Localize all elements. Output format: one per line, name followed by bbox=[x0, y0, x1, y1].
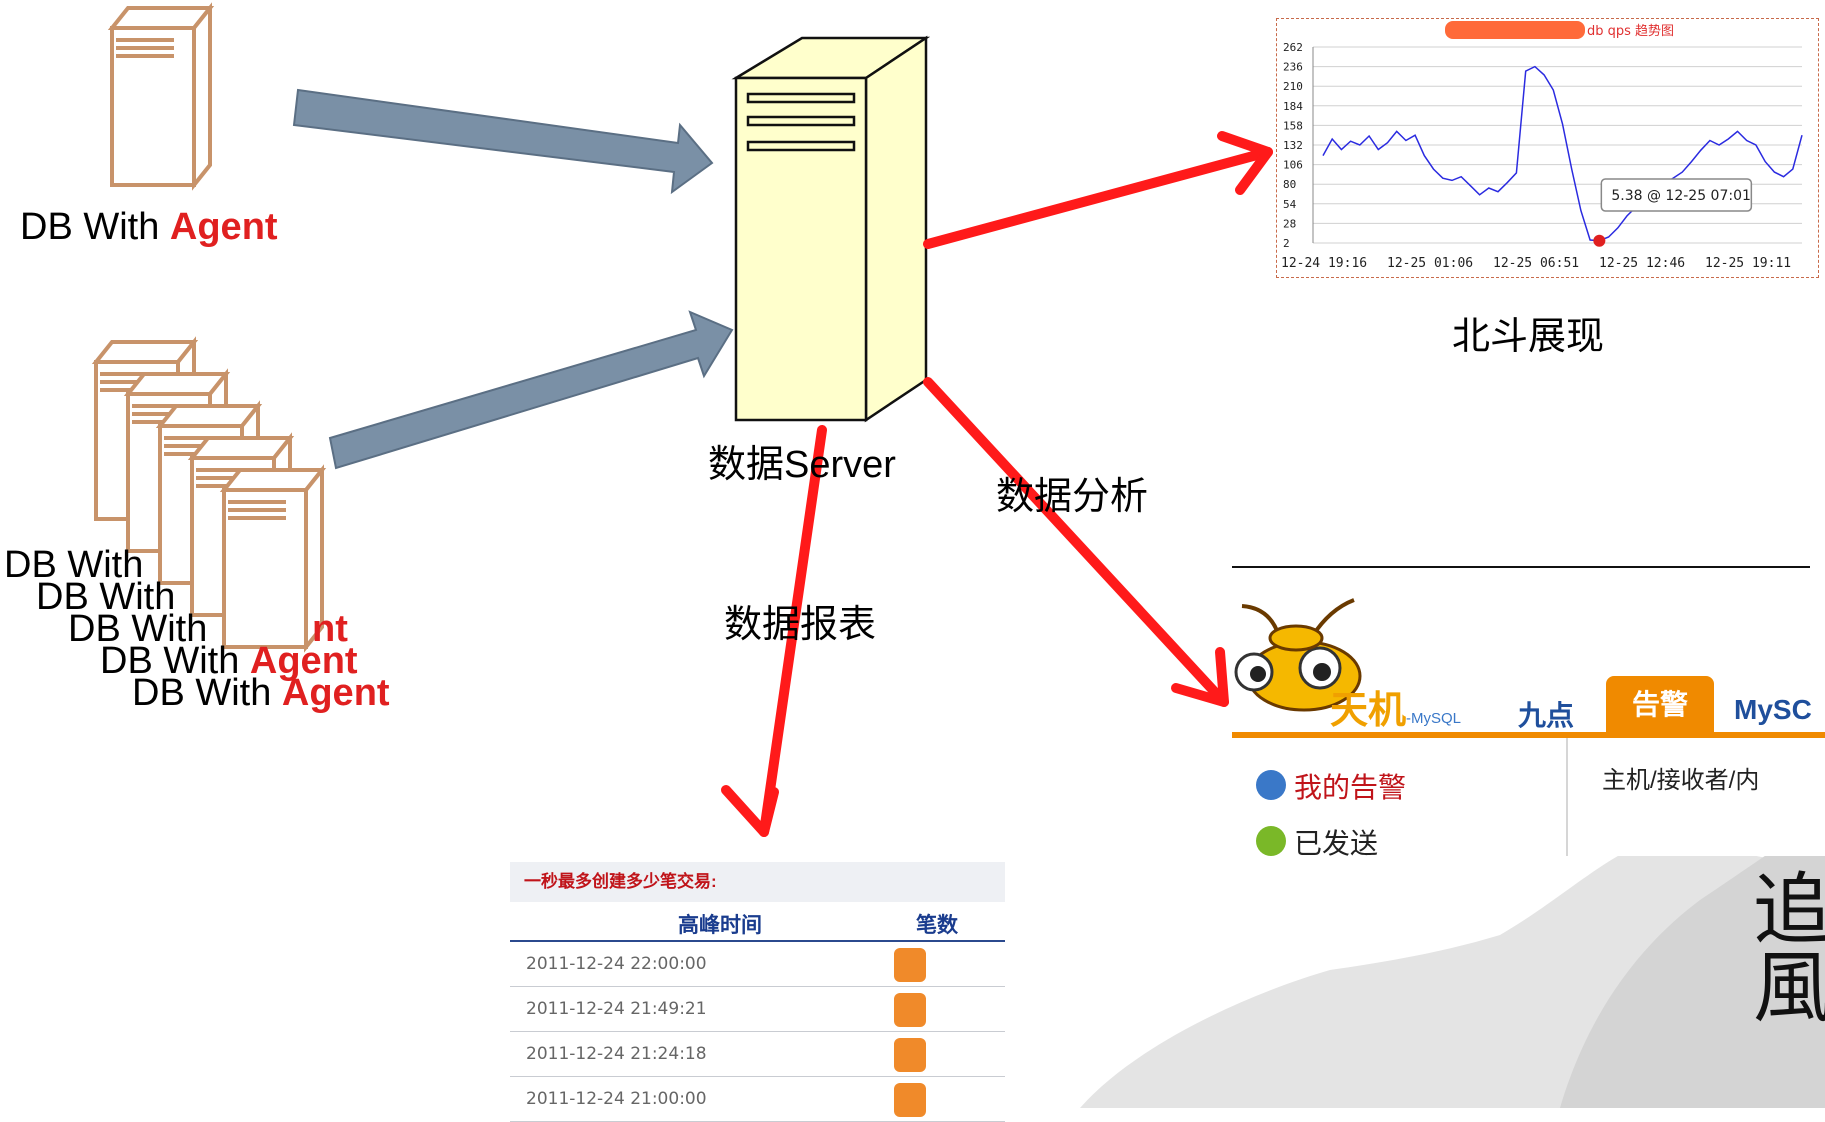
report-table: 一秒最多创建多少笔交易: 高峰时间 笔数 2011-12-24 22:00:00… bbox=[510, 862, 1005, 1122]
calligraphy-watermark: 追風 bbox=[1740, 868, 1825, 1024]
qps-trend-chart: db qps 趋势图 262 236 210 184 158 132 106 80 54 28 2 12… bbox=[1276, 18, 1819, 278]
analysis-edge-label: 数据分析 bbox=[996, 476, 1149, 518]
redacted-count bbox=[894, 948, 926, 982]
arrow-to-beidou bbox=[923, 131, 1273, 249]
y-tick-label: 210 bbox=[1283, 80, 1303, 93]
y-tick-label: 106 bbox=[1283, 159, 1303, 172]
table-row: 2011-12-24 21:49:21 bbox=[510, 987, 1005, 1032]
table-row: 2011-12-24 21:24:18 bbox=[510, 1032, 1005, 1077]
db-server-icon bbox=[107, 2, 215, 191]
y-tick-label: 28 bbox=[1283, 217, 1296, 230]
db-cluster-icon bbox=[91, 336, 327, 653]
nav-alerts[interactable]: 告警 bbox=[1606, 676, 1714, 734]
redacted-count bbox=[894, 1038, 926, 1072]
agent-label-text: Agent bbox=[169, 206, 278, 248]
tooltip-box bbox=[1600, 178, 1753, 212]
sidebar-item-my-alerts[interactable]: 我的告警 bbox=[1294, 772, 1407, 803]
tianji-app-screenshot: 天机-MySQL 九点 告警 MySC 我的告警 已发送 主机/接收者/内 bbox=[1232, 566, 1825, 856]
series-line bbox=[1322, 65, 1803, 242]
report-caption: 一秒最多创建多少笔交易: bbox=[510, 862, 1005, 902]
db-cluster-label-5: DB With Agent bbox=[132, 672, 390, 714]
table-row: 2011-12-24 21:00:00 bbox=[510, 1077, 1005, 1122]
x-tick-label: 12-25 12:46 bbox=[1599, 256, 1685, 271]
server-label: 数据Server bbox=[708, 444, 896, 486]
tianji-brand: 天机-MySQL bbox=[1330, 690, 1462, 732]
y-tick-label: 158 bbox=[1283, 119, 1303, 132]
y-tick-label: 132 bbox=[1283, 139, 1303, 152]
report-header: 高峰时间 笔数 bbox=[510, 902, 1005, 942]
nav-bar bbox=[1232, 732, 1825, 738]
col-header-time: 高峰时间 bbox=[678, 914, 762, 937]
row-time: 2011-12-24 21:49:21 bbox=[526, 999, 707, 1019]
db-single-label: DB With Agent bbox=[20, 208, 278, 246]
chart-title: db qps 趋势图 bbox=[1587, 23, 1674, 39]
user-icon bbox=[1256, 770, 1286, 800]
y-tick-label: 54 bbox=[1283, 198, 1297, 211]
db-cluster-label-3-suffix: nt bbox=[312, 608, 348, 650]
x-tick-label: 12-24 19:16 bbox=[1281, 256, 1367, 271]
redacted-count bbox=[894, 1083, 926, 1117]
agent-to-server-arrow-top bbox=[292, 88, 714, 195]
arrow-to-report bbox=[721, 425, 827, 837]
filter-label: 主机/接收者/内 bbox=[1602, 767, 1760, 794]
divider bbox=[1232, 566, 1810, 568]
sidebar-item-sent[interactable]: 已发送 bbox=[1294, 828, 1379, 856]
row-time: 2011-12-24 21:00:00 bbox=[526, 1089, 707, 1109]
nav-jiudian[interactable]: 九点 bbox=[1518, 700, 1575, 731]
x-tick-label: 12-25 01:06 bbox=[1387, 256, 1473, 271]
ink-landscape-decoration bbox=[1080, 820, 1825, 1108]
redacted-count bbox=[894, 993, 926, 1027]
arrow-to-analysis bbox=[923, 377, 1229, 707]
y-tick-label: 262 bbox=[1283, 41, 1303, 54]
db-cluster-label-3: DB With bbox=[68, 608, 208, 650]
row-time: 2011-12-24 22:00:00 bbox=[526, 954, 707, 974]
x-tick-label: 12-25 19:11 bbox=[1705, 256, 1791, 271]
chart-svg: db qps 趋势图 262 236 210 184 158 132 106 80 54 28 2 12… bbox=[1281, 21, 1803, 271]
y-tick-label: 236 bbox=[1283, 61, 1303, 74]
agent-to-server-arrow-bottom bbox=[328, 310, 734, 470]
data-server-icon bbox=[731, 35, 931, 423]
sent-icon bbox=[1256, 826, 1286, 856]
db-label-text: DB With bbox=[20, 206, 170, 248]
tooltip-marker bbox=[1593, 234, 1606, 247]
y-tick-label: 184 bbox=[1283, 100, 1303, 113]
db-cluster-label-4: DB With Agent bbox=[100, 640, 358, 682]
table-row: 2011-12-24 22:00:00 bbox=[510, 942, 1005, 987]
report-edge-label: 数据报表 bbox=[724, 604, 877, 646]
beidou-edge-label: 北斗展现 bbox=[1452, 316, 1605, 358]
sidebar: 我的告警 已发送 bbox=[1232, 738, 1568, 856]
col-header-count: 笔数 bbox=[916, 914, 958, 937]
nav-mysql[interactable]: MySC bbox=[1734, 694, 1812, 725]
redacted-title-prefix bbox=[1445, 21, 1585, 39]
y-tick-label: 2 bbox=[1283, 237, 1290, 250]
db-cluster-label-2: DB With bbox=[36, 576, 176, 618]
x-tick-label: 12-25 06:51 bbox=[1493, 256, 1579, 271]
y-tick-label: 80 bbox=[1283, 178, 1296, 191]
db-cluster-label-1: DB With bbox=[4, 544, 144, 586]
ant-mascot-icon bbox=[1234, 598, 1362, 712]
row-time: 2011-12-24 21:24:18 bbox=[526, 1044, 707, 1064]
tooltip-text: 5.38 @ 12-25 07:01 bbox=[1611, 188, 1751, 204]
